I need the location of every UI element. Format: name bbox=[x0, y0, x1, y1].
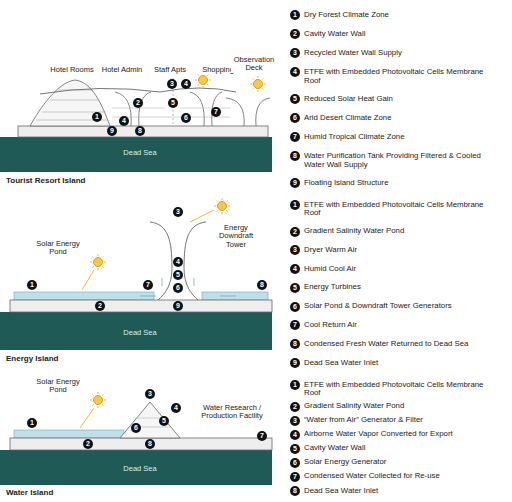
key-text: Gradient Salinity Water Pond bbox=[304, 402, 502, 411]
resort-island bbox=[0, 72, 272, 172]
callout-number: 6 bbox=[181, 113, 191, 123]
key-text: Gradient Salinity Water Pond bbox=[304, 227, 502, 236]
callout-number: 8 bbox=[135, 126, 145, 136]
callout-number: 1 bbox=[27, 280, 37, 290]
key-number: 5 bbox=[290, 283, 300, 293]
key-text: ETFE with Embedded Photovoltaic Cells Me… bbox=[304, 201, 502, 219]
key-text: Dryer Warm Air bbox=[304, 246, 502, 255]
callout-number: 2 bbox=[83, 439, 93, 449]
key-number: 8 bbox=[290, 339, 300, 349]
key-number: 1 bbox=[290, 200, 300, 210]
key-text: Condensed Fresh Water Returned to Dead S… bbox=[304, 340, 502, 349]
callout-number: 2 bbox=[95, 301, 105, 311]
key-text: Humid Tropical Climate Zone bbox=[304, 133, 502, 142]
key-number: 9 bbox=[290, 358, 300, 368]
callout-number: 2 bbox=[133, 98, 143, 108]
part-label: Solar Energy Pond bbox=[27, 240, 89, 257]
part-label: Shopping bbox=[201, 66, 235, 74]
callout-number: 6 bbox=[173, 283, 183, 293]
key-number: 4 bbox=[290, 430, 300, 440]
key-number: 1 bbox=[290, 380, 300, 390]
key-number: 8 bbox=[290, 151, 300, 161]
section-title: Energy Island bbox=[6, 354, 58, 363]
key-text: ETFE with Embedded Photovoltaic Cells Me… bbox=[304, 381, 502, 399]
key-text: Cavity Water Wall bbox=[304, 30, 502, 39]
key-number: 8 bbox=[290, 486, 300, 496]
callout-number: 1 bbox=[92, 112, 102, 122]
key-number: 1 bbox=[290, 10, 300, 20]
key-number: 3 bbox=[290, 416, 300, 426]
part-label: Water Research / Production Facility bbox=[189, 404, 275, 421]
key-text: Humid Cool Air bbox=[304, 265, 502, 274]
callout-number: 7 bbox=[257, 431, 267, 441]
key-number: 7 bbox=[290, 320, 300, 330]
key-number: 6 bbox=[290, 113, 300, 123]
callout-number: 1 bbox=[27, 418, 37, 428]
key-number: 3 bbox=[290, 48, 300, 58]
key-text: Energy Turbines bbox=[304, 283, 502, 292]
part-label: Hotel Admin bbox=[101, 66, 143, 74]
key-text: Water Purification Tank Providing Filter… bbox=[304, 152, 502, 170]
water-label: Dead Sea bbox=[123, 464, 156, 473]
key-number: 9 bbox=[290, 178, 300, 188]
part-label: Energy Downdraft Tower bbox=[207, 224, 265, 249]
key-number: 7 bbox=[290, 472, 300, 482]
water-label: Dead Sea bbox=[123, 328, 156, 337]
callout-number: 4 bbox=[181, 79, 191, 89]
key-number: 6 bbox=[290, 458, 300, 468]
key-text: Floating Island Structure bbox=[304, 179, 502, 188]
callout-number: 3 bbox=[167, 79, 177, 89]
energy-island bbox=[0, 198, 272, 350]
part-label: Hotel Rooms bbox=[49, 66, 94, 74]
callout-number: 9 bbox=[107, 126, 117, 136]
water-label: Dead Sea bbox=[123, 148, 156, 157]
key-text: “Water from Air” Generator & Filter bbox=[304, 416, 502, 425]
key-text: Cavity Water Wall bbox=[304, 444, 502, 453]
key-text: ETFE with Embedded Photovoltaic Cells Me… bbox=[304, 68, 502, 86]
key-number: 7 bbox=[290, 132, 300, 142]
callout-number: 7 bbox=[211, 107, 221, 117]
callout-number: 8 bbox=[145, 439, 155, 449]
callout-number: 7 bbox=[143, 280, 153, 290]
key-number: 4 bbox=[290, 67, 300, 77]
key-number: 6 bbox=[290, 302, 300, 312]
callout-number: 6 bbox=[131, 423, 141, 433]
key-text: Reduced Solar Heat Gain bbox=[304, 95, 502, 104]
callout-number: 5 bbox=[173, 270, 183, 280]
key-number: 5 bbox=[290, 94, 300, 104]
key-text: Cool Return Air bbox=[304, 321, 502, 330]
callout-number: 5 bbox=[159, 416, 169, 426]
key-number: 2 bbox=[290, 227, 300, 237]
callout-number: 5 bbox=[168, 98, 178, 108]
key-number: 3 bbox=[290, 245, 300, 255]
key-text: Solar Pond & Downdraft Tower Generators bbox=[304, 302, 502, 311]
section-title: Water Island bbox=[6, 488, 53, 497]
callout-number: 3 bbox=[145, 389, 155, 399]
key-text: Dry Forest Climate Zone bbox=[304, 11, 502, 20]
key-text: Solar Energy Generator bbox=[304, 458, 502, 467]
callout-number: 4 bbox=[171, 403, 181, 413]
key-number: 5 bbox=[290, 444, 300, 454]
key-number: 2 bbox=[290, 402, 300, 412]
part-label: Staff Apts bbox=[153, 66, 187, 74]
section-title: Tourist Resort Island bbox=[6, 176, 85, 185]
key-text: Airborne Water Vapor Converted for Expor… bbox=[304, 430, 502, 439]
callout-number: 8 bbox=[257, 280, 267, 290]
callout-number: 9 bbox=[173, 301, 183, 311]
key-text: Condensed Water Collected for Re-use bbox=[304, 472, 502, 481]
key-number: 4 bbox=[290, 264, 300, 274]
part-label: Solar Energy Pond bbox=[27, 378, 89, 395]
key-text: Recycled Water Wall Supply bbox=[304, 49, 502, 58]
callout-number: 3 bbox=[173, 207, 183, 217]
callout-number: 4 bbox=[119, 116, 129, 126]
callout-number: 4 bbox=[173, 257, 183, 267]
key-text: Dead Sea Water Inlet bbox=[304, 487, 502, 496]
key-text: Arid Desert Climate Zone bbox=[304, 114, 502, 123]
part-label: Observation Deck bbox=[231, 56, 277, 73]
key-text: Dead Sea Water Inlet bbox=[304, 359, 502, 368]
key-number: 2 bbox=[290, 29, 300, 39]
